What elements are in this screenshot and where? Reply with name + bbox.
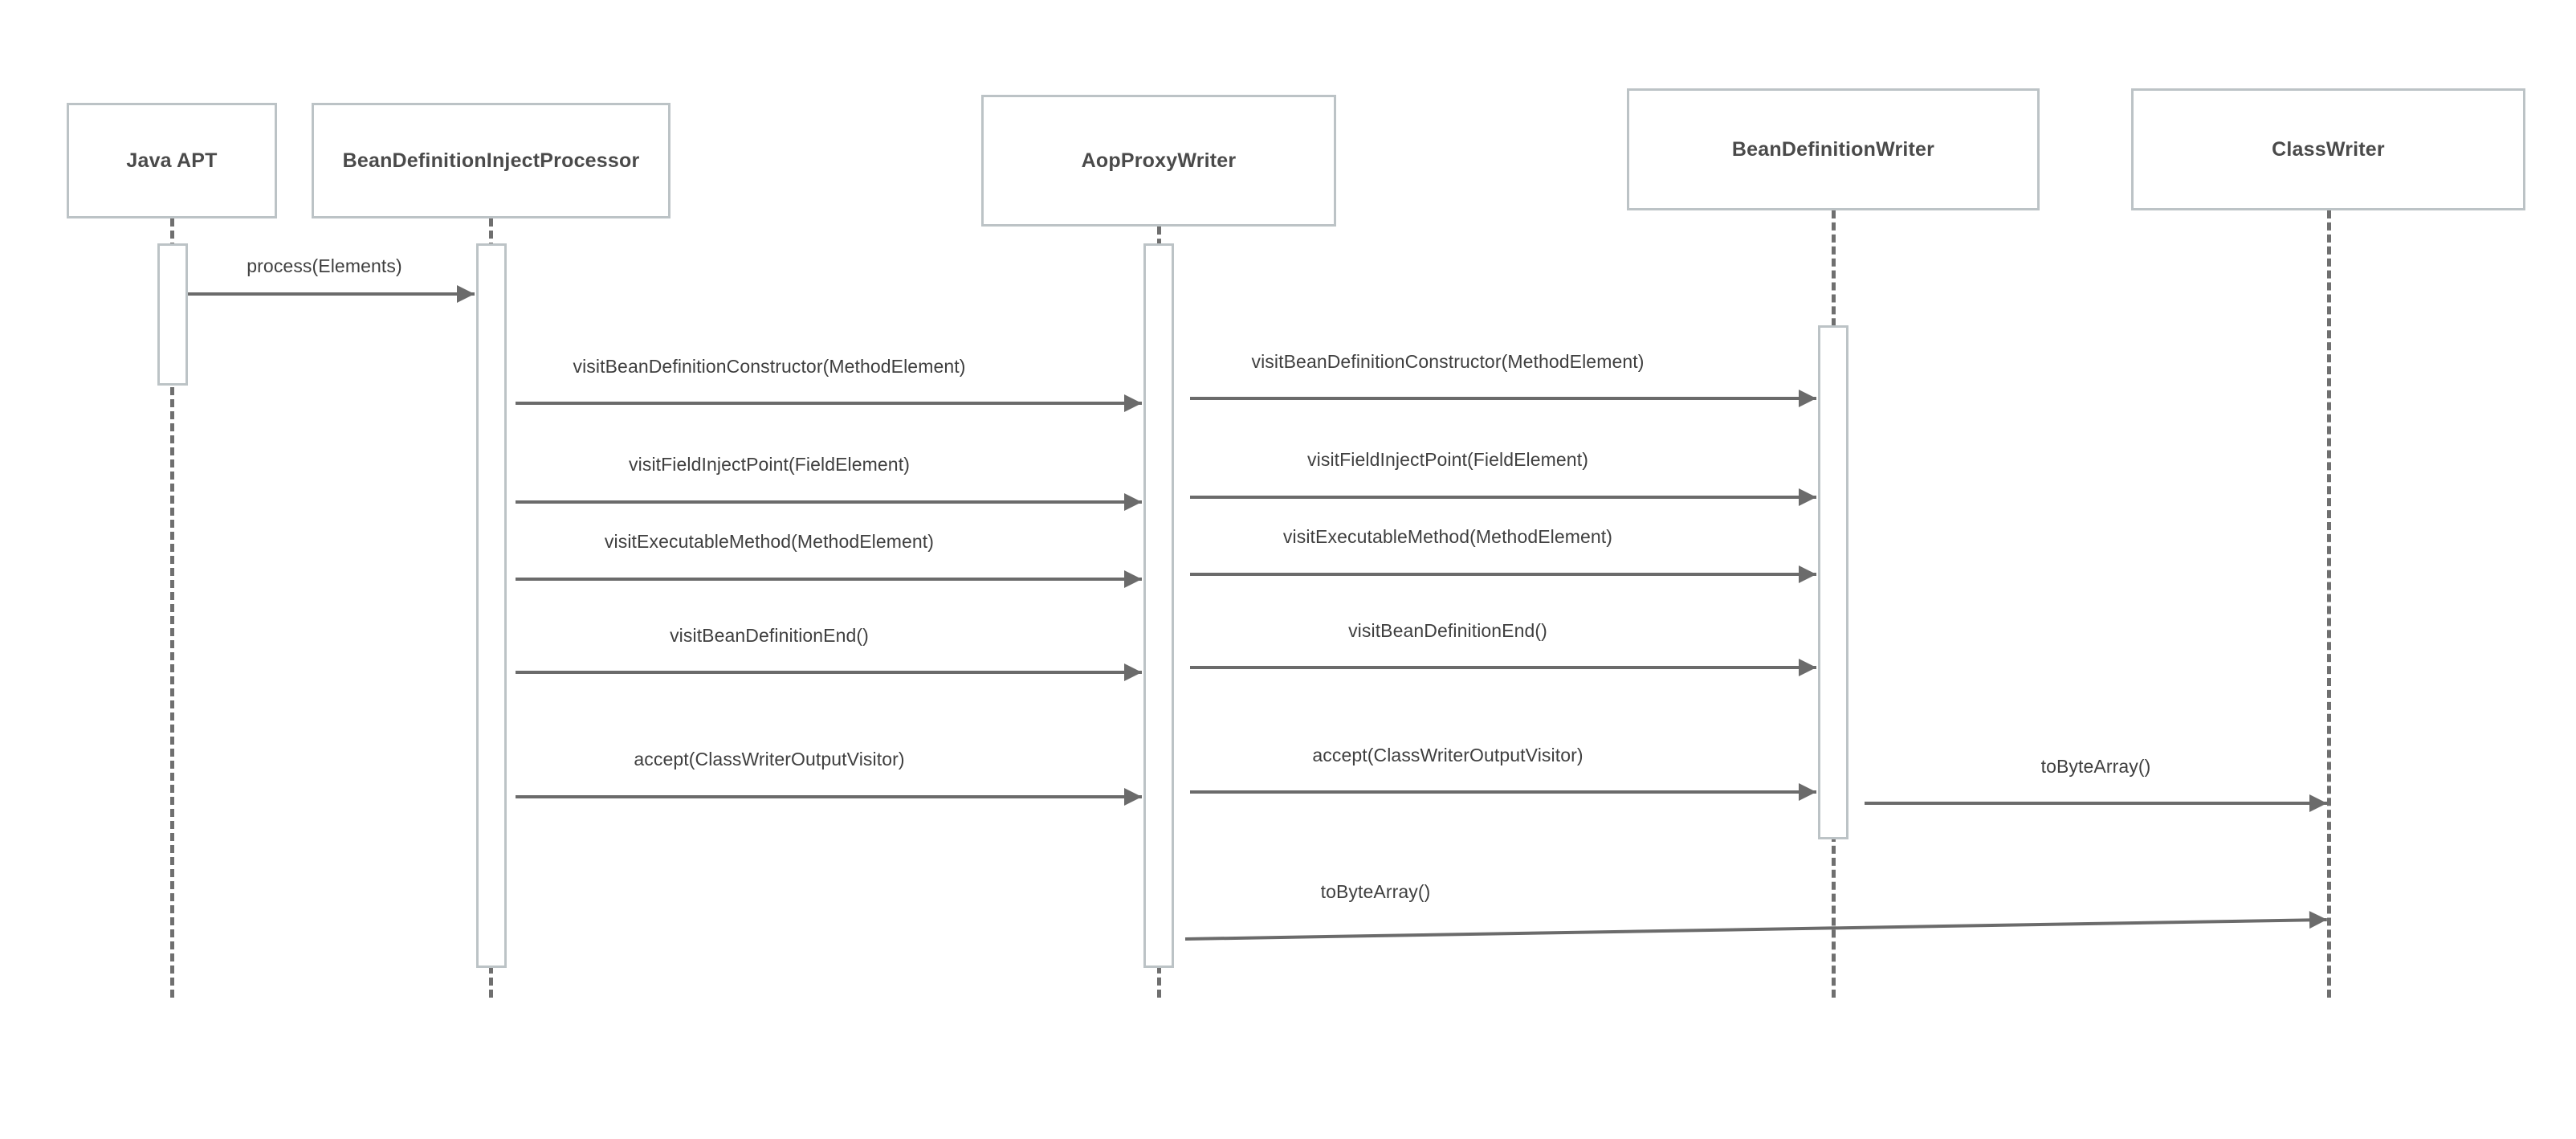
arrow-head-icon — [457, 285, 475, 303]
participant-label: Java APT — [126, 149, 218, 172]
message-label: visitBeanDefinitionConstructor(MethodEle… — [1251, 351, 1645, 372]
activation-bar-bean-definition-inject-processor[interactable] — [476, 243, 507, 968]
participant-box-class-writer[interactable]: ClassWriter — [2131, 88, 2525, 210]
message-label: visitFieldInjectPoint(FieldElement) — [629, 454, 910, 475]
message-label: visitBeanDefinitionConstructor(MethodEle… — [573, 356, 966, 377]
message-line — [516, 500, 1142, 504]
arrow-head-icon — [1124, 394, 1142, 412]
arrow-head-icon — [1124, 493, 1142, 511]
arrow-head-icon — [1799, 565, 1816, 583]
message-line — [1865, 802, 2327, 805]
arrow-head-icon — [2309, 794, 2327, 812]
message-label: toByteArray() — [1320, 881, 1431, 902]
message-label: visitExecutableMethod(MethodElement) — [1282, 526, 1613, 547]
message-label: visitBeanDefinitionEnd() — [670, 625, 869, 646]
participant-label: BeanDefinitionWriter — [1731, 137, 1935, 161]
lifeline-class-writer — [2327, 210, 2331, 998]
message-label: toByteArray() — [2040, 756, 2151, 777]
message-line — [516, 578, 1142, 581]
arrow-head-icon — [1799, 390, 1816, 407]
participant-label: ClassWriter — [2272, 137, 2385, 161]
message-line — [516, 795, 1142, 798]
message-label: visitExecutableMethod(MethodElement) — [604, 531, 935, 552]
message-line — [1190, 666, 1816, 669]
lifeline-java-apt — [170, 218, 174, 998]
arrow-head-icon — [1799, 488, 1816, 506]
message-label: visitFieldInjectPoint(FieldElement) — [1307, 449, 1588, 470]
message-label: accept(ClassWriterOutputVisitor) — [1312, 745, 1584, 765]
activation-bar-java-apt[interactable] — [157, 243, 188, 386]
participant-label: BeanDefinitionInjectProcessor — [342, 149, 640, 172]
activation-bar-bean-definition-writer[interactable] — [1818, 325, 1848, 839]
participant-box-java-apt[interactable]: Java APT — [67, 103, 277, 218]
arrow-head-icon — [1124, 663, 1142, 681]
participant-box-bean-definition-writer[interactable]: BeanDefinitionWriter — [1627, 88, 2040, 210]
message-line — [1190, 397, 1816, 400]
activation-bar-aop-proxy-writer[interactable] — [1143, 243, 1174, 968]
arrow-head-icon — [1124, 570, 1142, 588]
message-label: visitBeanDefinitionEnd() — [1348, 620, 1547, 641]
participant-box-aop-proxy-writer[interactable]: AopProxyWriter — [981, 95, 1336, 227]
message-label: accept(ClassWriterOutputVisitor) — [634, 749, 905, 770]
message-line — [1190, 496, 1816, 499]
message-line — [1190, 790, 1816, 794]
message-line — [516, 671, 1142, 674]
message-label: process(Elements) — [247, 255, 402, 276]
participant-label: AopProxyWriter — [1081, 149, 1237, 172]
arrow-head-icon — [1799, 783, 1816, 801]
message-line — [516, 402, 1142, 405]
message-line — [188, 292, 475, 296]
arrow-head-icon — [2309, 910, 2328, 929]
message-line — [1190, 573, 1816, 576]
participant-box-bean-definition-inject-processor[interactable]: BeanDefinitionInjectProcessor — [312, 103, 670, 218]
arrow-head-icon — [1799, 659, 1816, 676]
message-line — [1184, 918, 2328, 941]
arrow-head-icon — [1124, 788, 1142, 806]
